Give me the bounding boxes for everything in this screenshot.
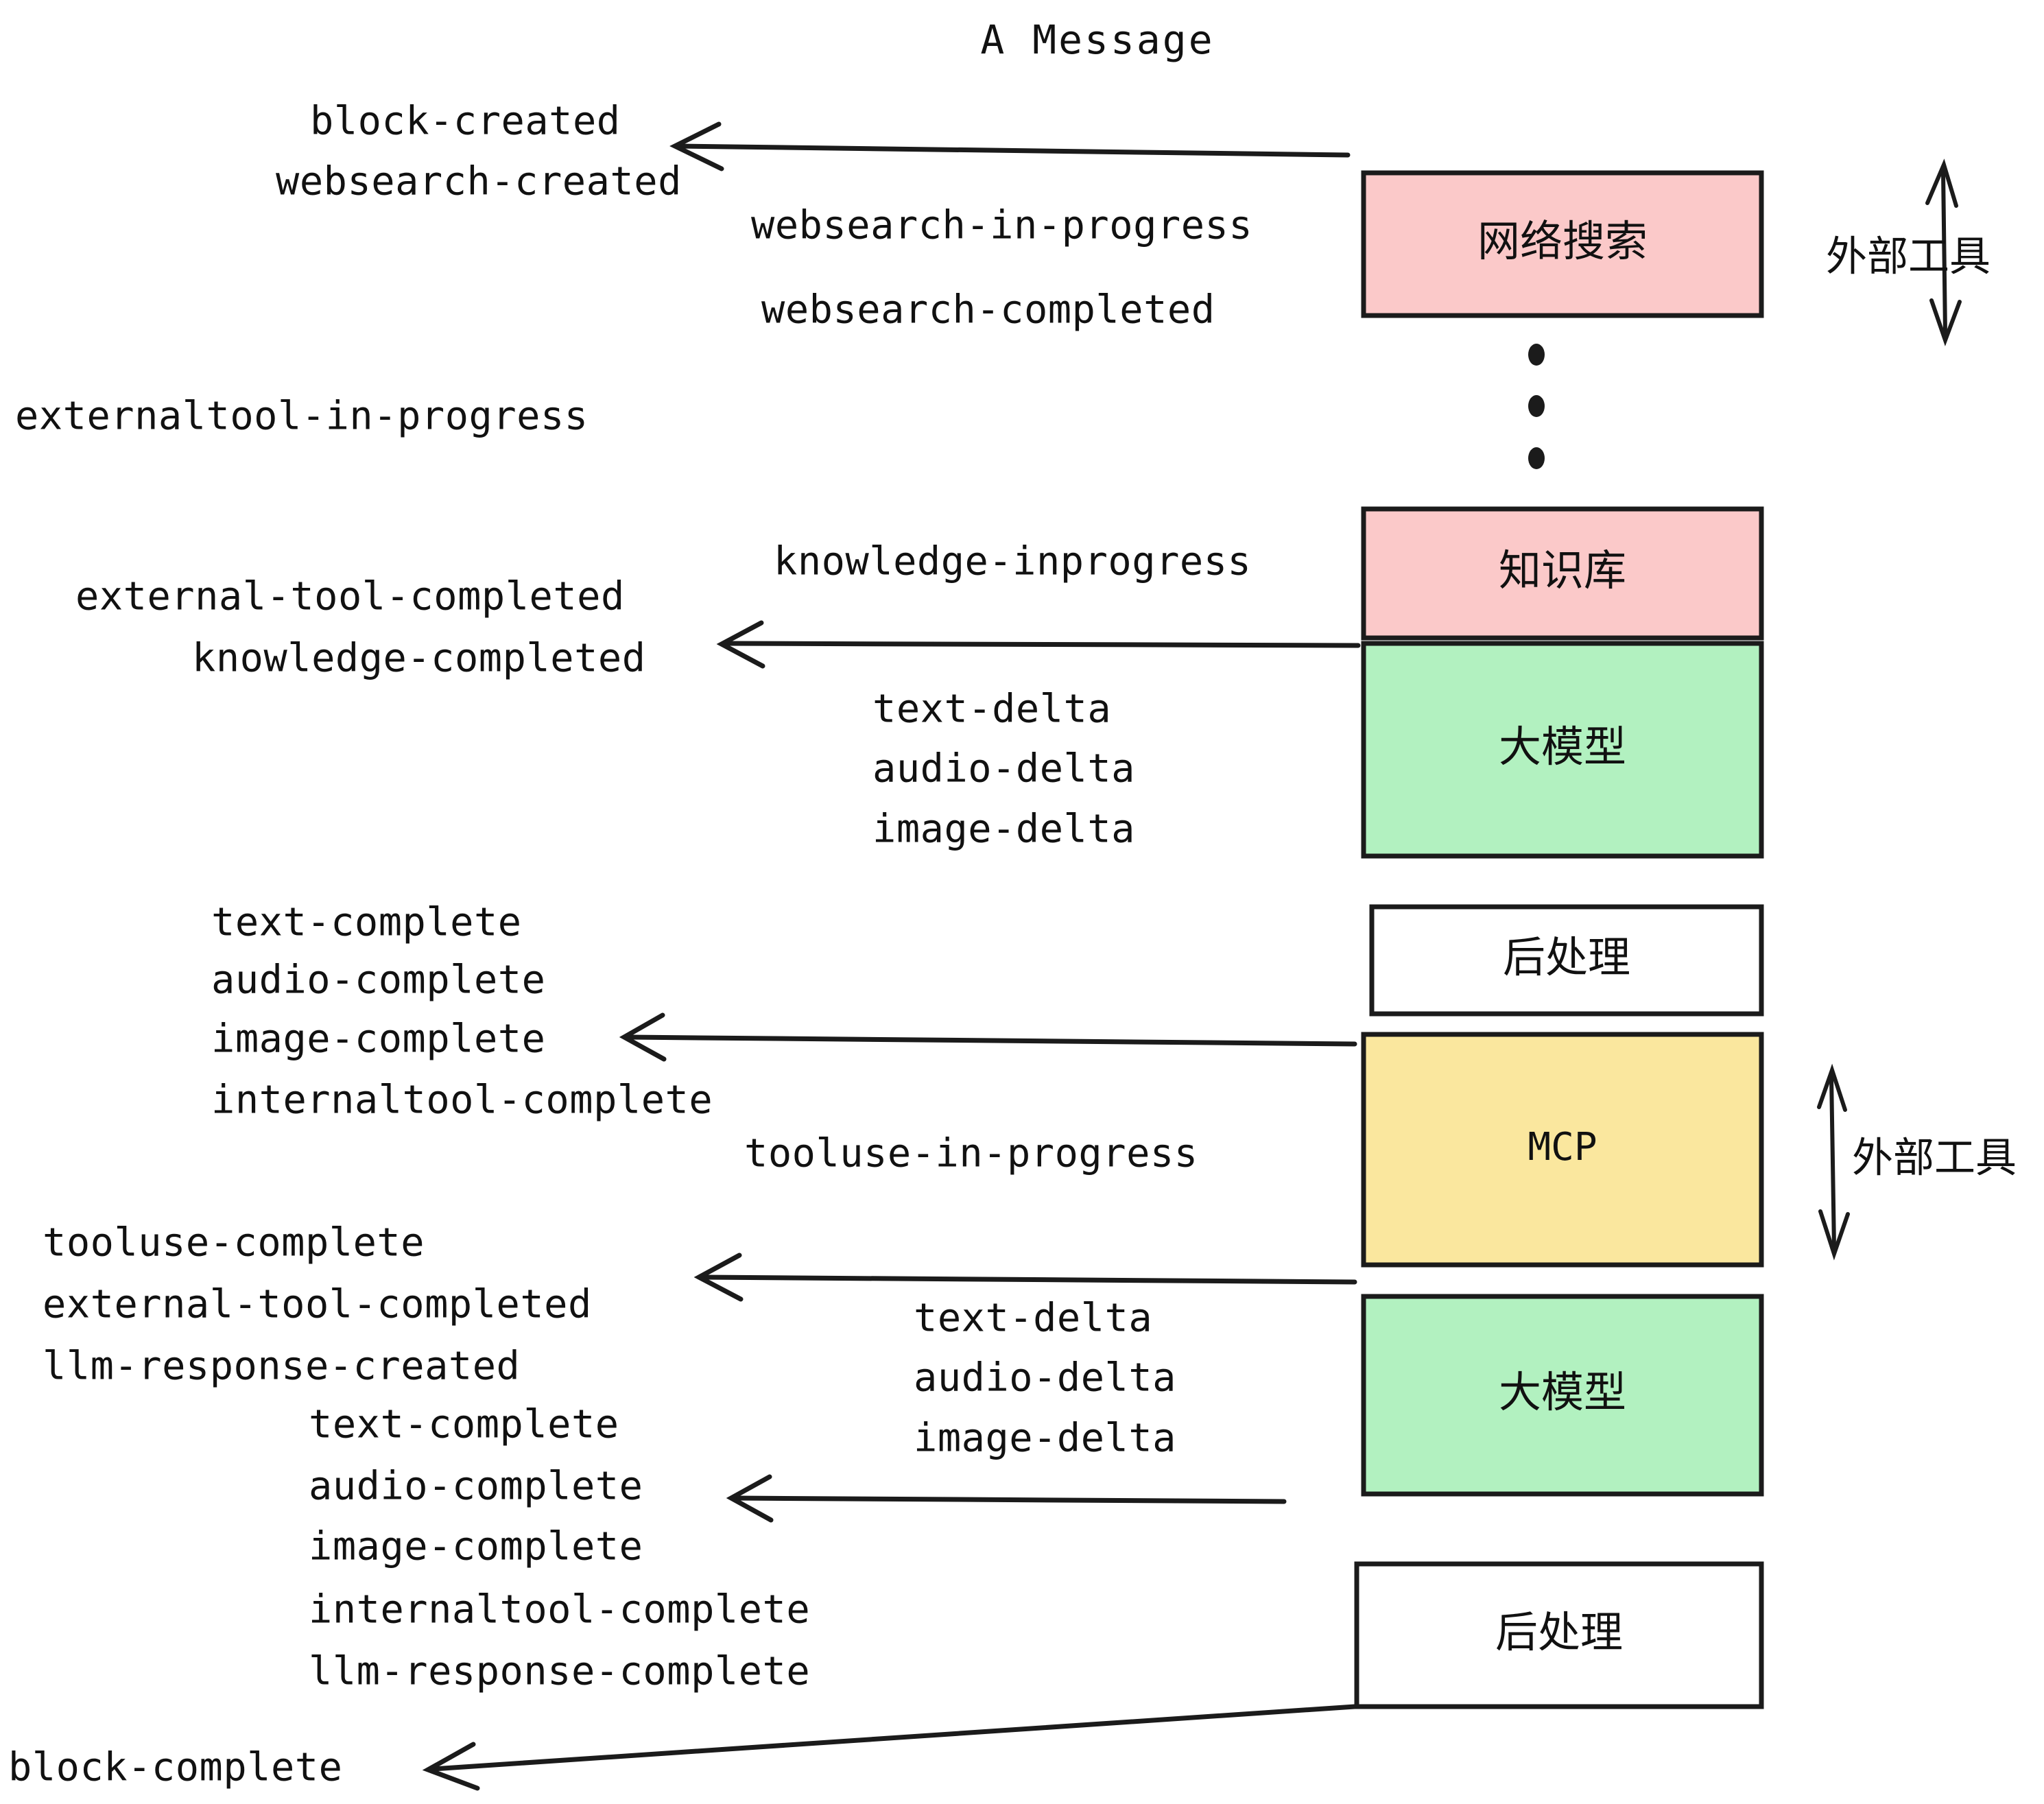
stage-box-llm-2-label: 大模型 (1499, 1367, 1626, 1417)
stage-box-llm-2 (1361, 1294, 1764, 1497)
stage-box-mcp (1361, 1032, 1764, 1268)
event-label-image-delta-1: image-delta (872, 807, 1135, 852)
event-label-websearch-created: websearch-created (276, 159, 682, 204)
event-label-external-tool-completed-2: external-tool-completed (43, 1282, 592, 1327)
event-label-image-complete-2: image-complete (309, 1524, 643, 1569)
event-label-externaltool-in-progress: externaltool-in-progress (15, 394, 589, 439)
stage-box-llm-1 (1361, 641, 1764, 859)
external-tools-arrow-lower (1817, 1063, 1850, 1261)
event-label-audio-complete-2: audio-complete (309, 1464, 643, 1509)
stage-box-postprocess-2 (1354, 1561, 1764, 1709)
event-label-text-delta-1: text-delta (872, 687, 1111, 732)
event-label-internaltool-complete-2: internaltool-complete (309, 1587, 810, 1633)
event-label-text-delta-2: text-delta (914, 1296, 1152, 1341)
stage-box-websearch (1361, 170, 1764, 318)
event-label-llm-response-created: llm-response-created (43, 1344, 520, 1389)
flow-arrow-knowledge-completed (716, 620, 1361, 669)
page-title: A Message (980, 16, 1214, 63)
event-label-internaltool-complete-1: internaltool-complete (211, 1078, 713, 1123)
event-label-text-complete-1: text-complete (211, 900, 522, 945)
event-label-llm-response-complete: llm-response-complete (309, 1649, 810, 1694)
stage-box-websearch-label: 网络搜索 (1477, 216, 1648, 266)
event-label-image-complete-1: image-complete (211, 1017, 545, 1062)
flow-arrow-block-created (669, 121, 1351, 171)
event-label-tooluse-in-progress: tooluse-in-progress (744, 1131, 1198, 1176)
vertical-ellipsis (1528, 344, 1545, 469)
flow-arrow-block-complete (422, 1704, 1357, 1791)
stage-box-knowledge-label: 知识库 (1499, 545, 1626, 595)
event-label-tooluse-complete: tooluse-complete (43, 1220, 425, 1266)
stage-box-knowledge (1361, 506, 1764, 641)
event-label-audio-delta-2: audio-delta (914, 1355, 1176, 1401)
event-label-websearch-completed: websearch-completed (761, 287, 1215, 333)
external-tools-arrow-upper (1925, 158, 1962, 346)
stage-box-llm-1-label: 大模型 (1499, 722, 1626, 772)
stage-box-postprocess-1 (1369, 904, 1764, 1017)
event-label-websearch-in-progress: websearch-in-progress (751, 203, 1252, 248)
event-label-block-complete: block-complete (8, 1745, 342, 1790)
event-label-knowledge-inprogress: knowledge-inprogress (774, 539, 1251, 584)
event-label-block-created: block-created (310, 99, 621, 144)
event-label-audio-delta-1: audio-delta (872, 746, 1135, 792)
flow-arrow-audio-complete (726, 1474, 1287, 1523)
event-label-image-delta-2: image-delta (914, 1416, 1176, 1461)
event-label-external-tool-completed-1: external-tool-completed (75, 574, 625, 619)
stage-box-postprocess-2-label: 后处理 (1495, 1607, 1623, 1657)
event-label-knowledge-completed: knowledge-completed (192, 636, 646, 681)
external-tools-upper-label: 外部工具 (1826, 233, 1990, 281)
event-label-text-complete-2: text-complete (309, 1402, 619, 1447)
flow-arrow-tooluse-complete (693, 1253, 1357, 1302)
event-label-audio-complete-1: audio-complete (211, 958, 545, 1003)
stage-box-postprocess-1-label: 后处理 (1503, 932, 1630, 982)
stage-box-mcp-label: MCP (1528, 1125, 1597, 1170)
external-tools-lower-label: 外部工具 (1852, 1135, 2017, 1183)
flow-arrow-image-complete (619, 1012, 1357, 1062)
